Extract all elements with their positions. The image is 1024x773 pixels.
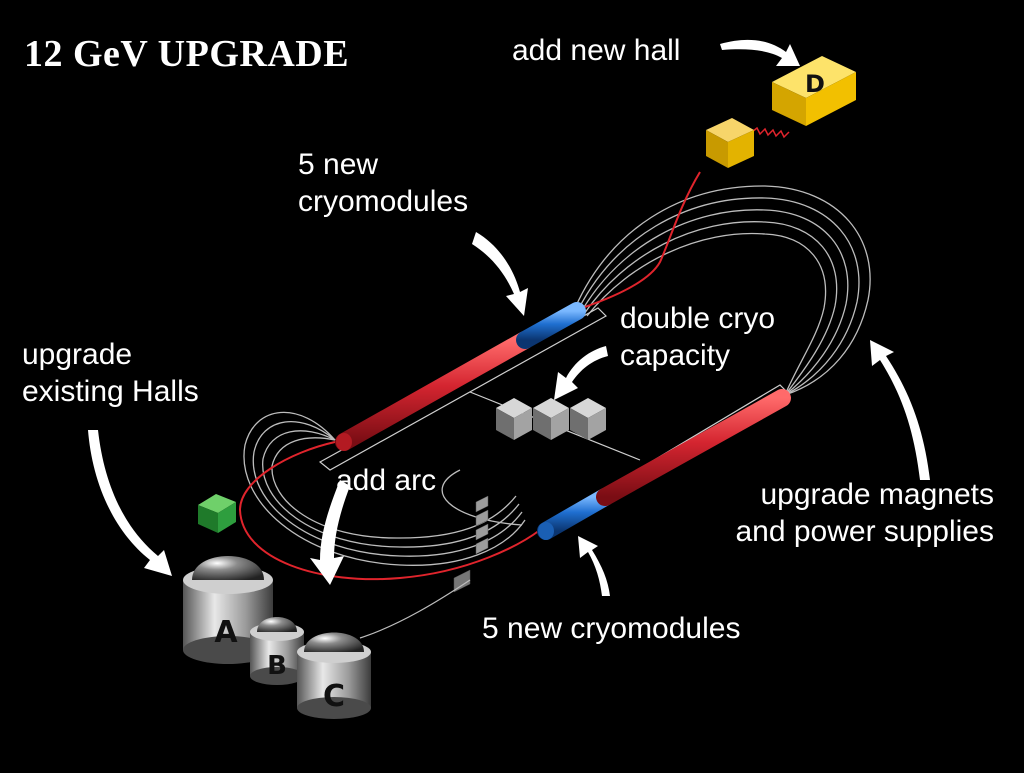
hall-d-building: D [772, 56, 856, 126]
new-cryomodules-bottom-label: 5 new cryomodules [482, 612, 741, 645]
upgrade-magnets-label: upgrade magnets and power supplies [735, 478, 994, 548]
beamlines [238, 126, 790, 581]
curved-arrow-icon [88, 430, 172, 576]
north-linac [335, 302, 586, 451]
hall-d-tagger [706, 118, 754, 168]
double-cryo-label: double cryo capacity [620, 302, 776, 372]
curved-arrow-icon [554, 346, 608, 400]
cryo-cube [496, 398, 532, 440]
hall-c: C [297, 632, 371, 719]
hall-d-letter: D [805, 70, 825, 98]
curved-arrow-icon [720, 39, 800, 66]
upgrade-halls-label: upgrade existing Halls [22, 338, 199, 408]
hall-a-letter: A [214, 615, 238, 650]
east-arcs [574, 185, 871, 396]
magnet-blocks [359, 495, 489, 639]
cryo-plant [496, 398, 606, 440]
curved-arrow-icon [310, 480, 350, 585]
curved-arrow-icon [578, 536, 610, 596]
hall-d-connector [751, 126, 790, 139]
hall-b-letter: B [267, 651, 287, 681]
hall-c-letter: C [323, 679, 345, 714]
add-arc-label: add arc [336, 464, 437, 497]
hall-b: B [250, 617, 304, 685]
diagram-title: 12 GeV UPGRADE [24, 33, 350, 75]
add-new-hall-label: add new hall [512, 34, 681, 67]
curved-arrow-icon [870, 340, 930, 480]
new-arc-line [238, 441, 541, 581]
cryo-cube [570, 398, 606, 440]
cryo-cube [533, 398, 569, 440]
west-arcs [243, 411, 526, 566]
south-linac [537, 389, 791, 540]
hall-d-beamline [581, 171, 701, 309]
hall-a: A [183, 556, 273, 664]
new-cryomodules-top-label: 5 new cryomodules [298, 148, 469, 218]
hall-d: D [706, 56, 856, 168]
curved-arrow-icon [472, 232, 528, 316]
new-arc-block [198, 494, 236, 533]
